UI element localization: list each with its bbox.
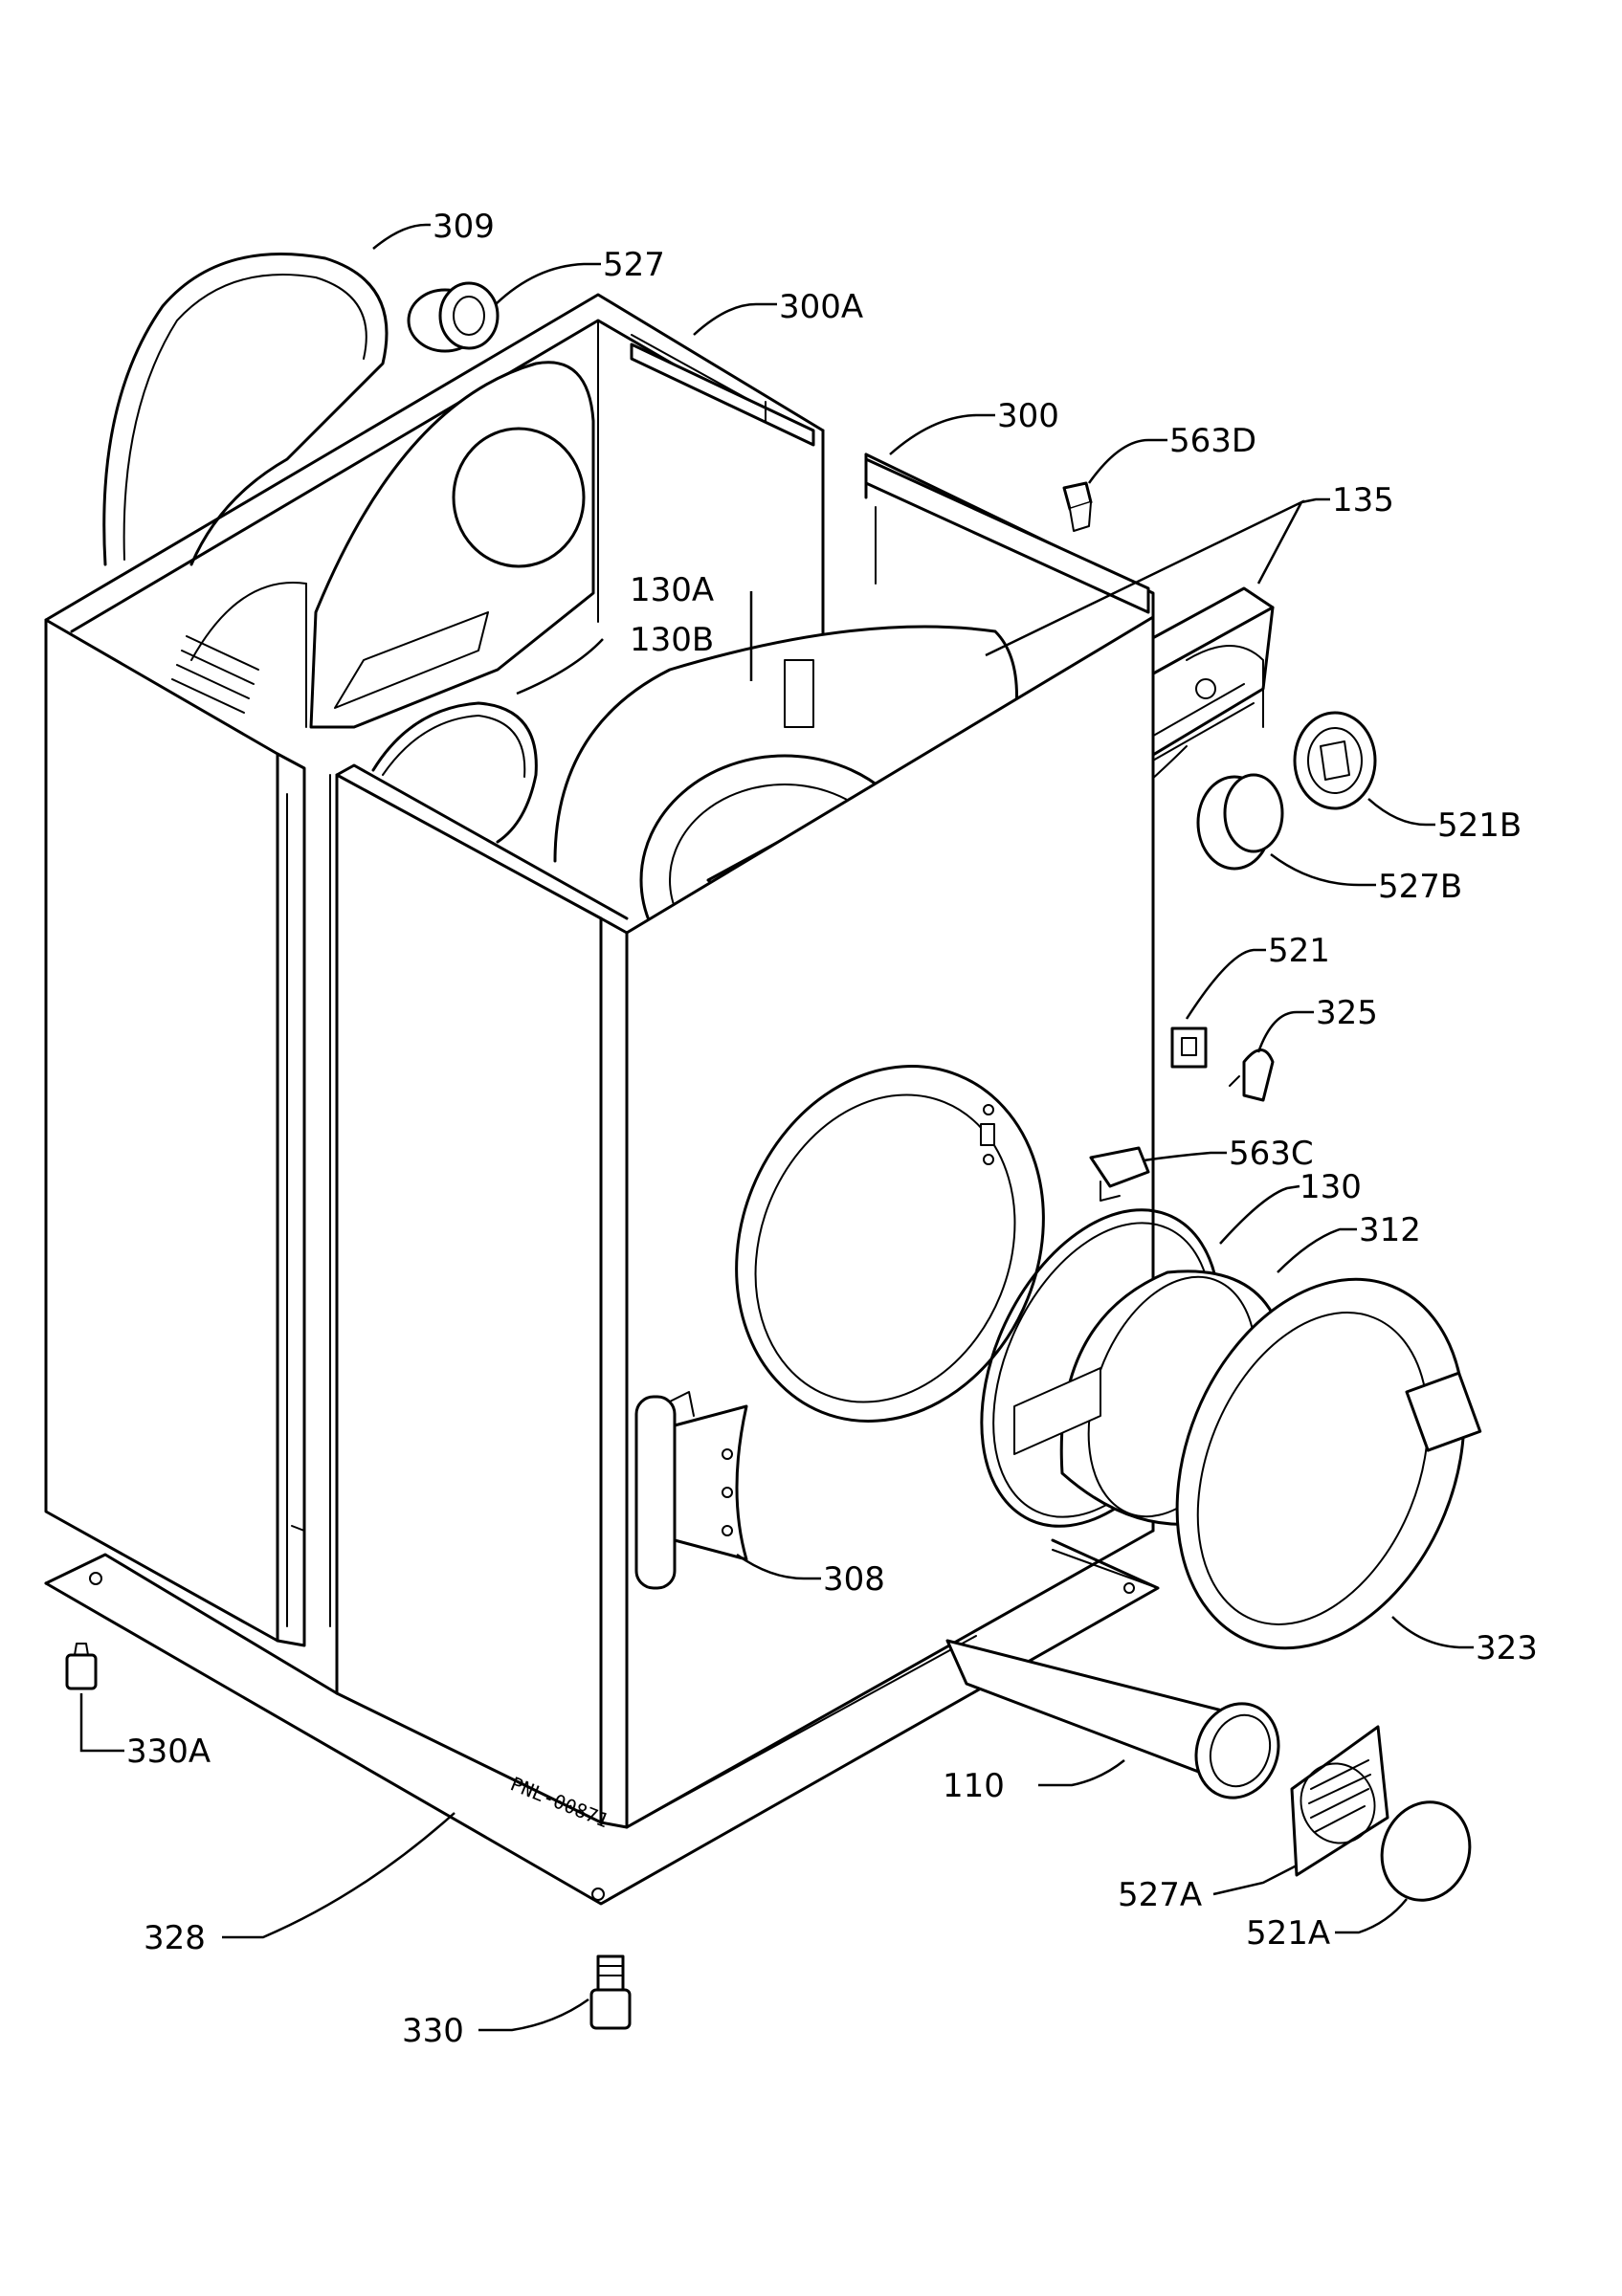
part-labels: 309 527 300A 300 563D 135 130A 130B 521B… — [126, 208, 1538, 2050]
retainer-ring-323 — [1175, 1277, 1482, 1650]
label-300a: 300A — [779, 288, 863, 326]
label-328: 328 — [144, 1919, 206, 1957]
label-325: 325 — [1316, 994, 1378, 1032]
label-323: 323 — [1476, 1629, 1538, 1667]
bearing-527 — [407, 281, 500, 353]
label-521b: 521B — [1437, 806, 1522, 845]
label-330: 330 — [402, 2012, 464, 2050]
door-ring — [735, 1065, 1045, 1423]
top-rail-300a — [630, 342, 815, 447]
top-rail-300 — [864, 457, 1150, 614]
label-110: 110 — [943, 1767, 1005, 1805]
tub-seal-130b — [371, 701, 538, 844]
label-527b: 527B — [1378, 868, 1462, 906]
air-duct — [171, 361, 595, 729]
plug-325 — [1229, 1049, 1275, 1102]
filter-housing-527a — [1290, 1725, 1389, 1877]
label-130b: 130B — [630, 621, 714, 659]
label-300: 300 — [997, 397, 1059, 435]
clip-521 — [1170, 1027, 1208, 1069]
label-308: 308 — [823, 1560, 885, 1599]
label-130: 130 — [1300, 1168, 1362, 1206]
label-135: 135 — [1332, 481, 1394, 519]
label-527: 527 — [603, 246, 665, 284]
label-309: 309 — [433, 208, 495, 246]
clip-563c — [1089, 1146, 1150, 1202]
label-312: 312 — [1359, 1211, 1421, 1249]
cabinet-front-panel — [329, 615, 1155, 1829]
label-563d: 563D — [1169, 422, 1256, 460]
cabinet-left-panel — [44, 618, 306, 1647]
label-521: 521 — [1268, 932, 1330, 970]
duct-seal-309 — [102, 253, 389, 566]
hose-110 — [945, 1639, 1280, 1799]
cap-521b — [1293, 711, 1377, 810]
bushing-527b — [1196, 773, 1284, 871]
label-330a: 330A — [126, 1733, 211, 1771]
label-521a: 521A — [1246, 1914, 1330, 1953]
clip-563d — [1062, 481, 1093, 532]
foot-330 — [589, 1954, 632, 2030]
label-563c: 563C — [1229, 1135, 1314, 1173]
foot-330a — [65, 1643, 98, 1690]
base-plate-328 — [44, 1538, 1160, 1906]
label-527a: 527A — [1118, 1876, 1202, 1914]
leader-lines — [79, 223, 1474, 2032]
filter-cap-521a — [1380, 1800, 1472, 1902]
label-130a: 130A — [630, 571, 714, 609]
hinge-308 — [634, 1391, 748, 1590]
